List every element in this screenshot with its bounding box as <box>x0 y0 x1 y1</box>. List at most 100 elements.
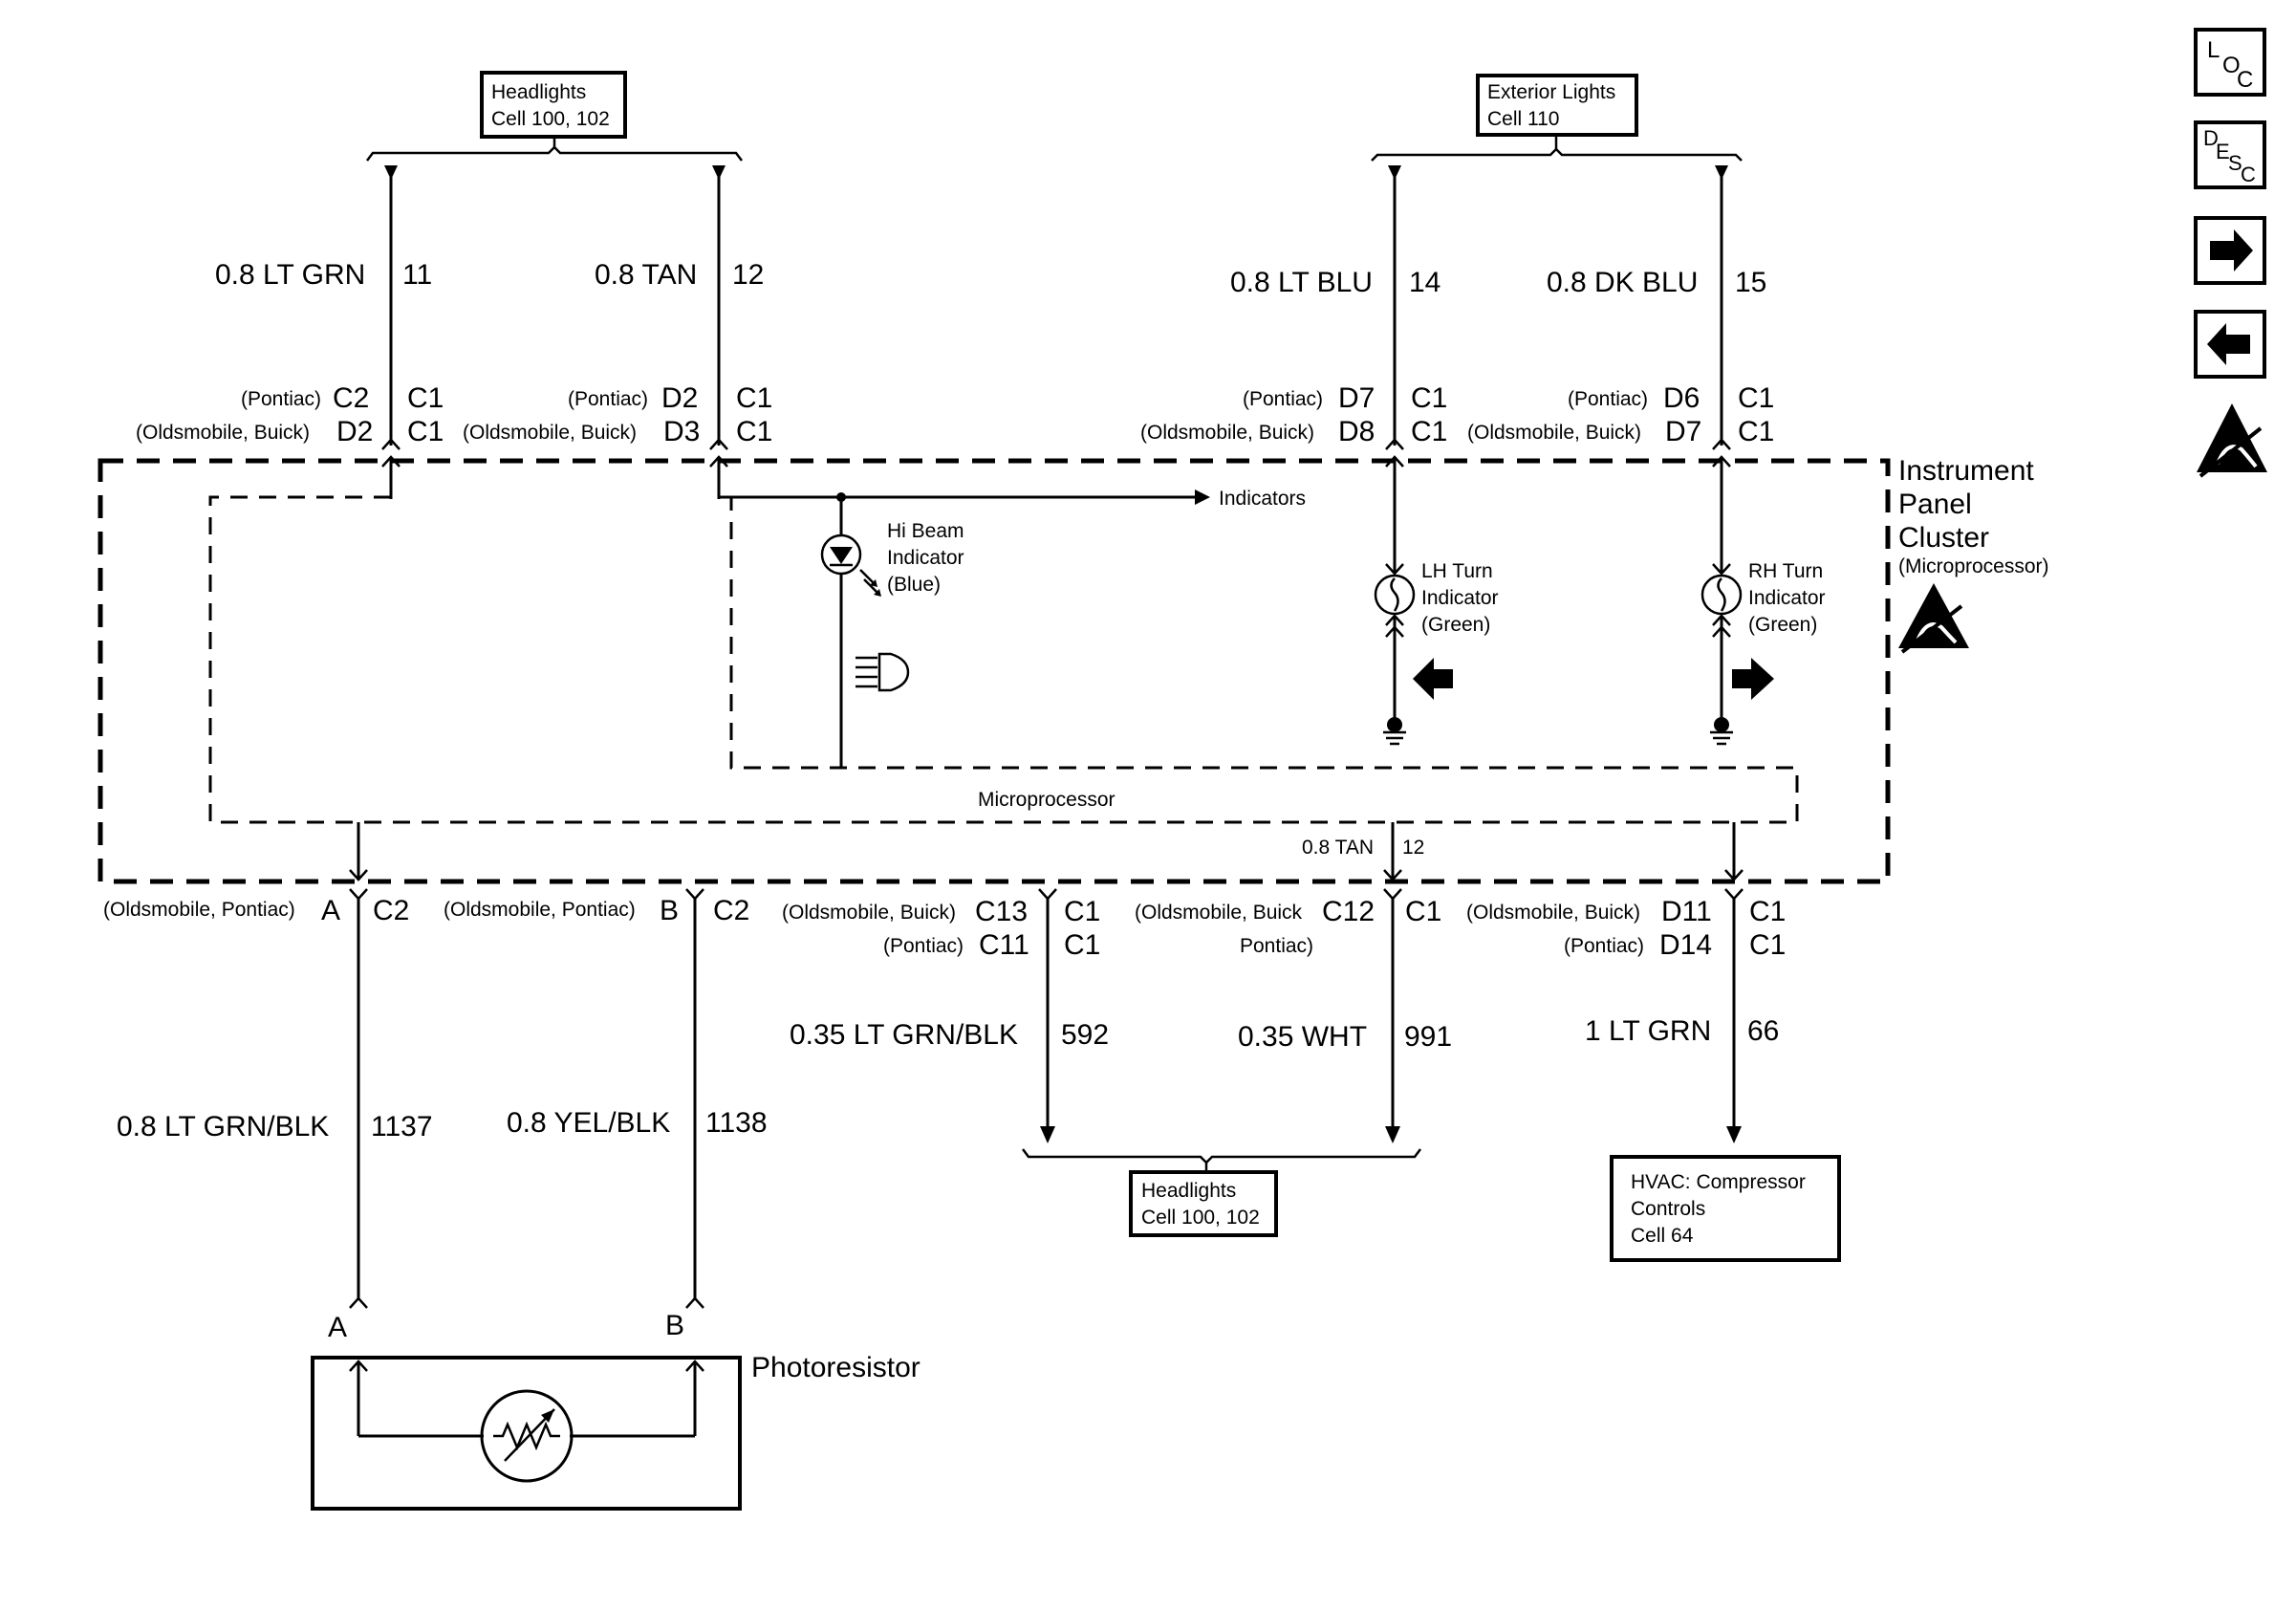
hi-beam-label: Hi Beam <box>887 520 964 542</box>
bracket-top-right <box>1371 147 1743 162</box>
pin-label: (Oldsmobile, Buick) <box>1467 422 1641 444</box>
wire-circuit-11 <box>381 165 401 499</box>
lh-turn-indicator <box>1374 468 1416 746</box>
svg-text:Headlights: Headlights <box>491 81 586 103</box>
circuit-number-12: 12 <box>732 259 764 291</box>
hi-beam-indicator <box>820 497 881 768</box>
connector-id: C1 <box>1738 382 1774 414</box>
connector-id: C1 <box>1411 382 1447 414</box>
wire-color-15: 0.8 DK BLU <box>1547 267 1698 298</box>
circuit-number-1137: 1137 <box>371 1111 433 1142</box>
circuit-number-11: 11 <box>402 259 432 291</box>
rh-turn-label-2: Indicator <box>1748 587 1826 609</box>
hvac-compressor-ref[interactable]: HVAC: Compressor Controls Cell 64 <box>1610 1155 1841 1262</box>
pin-id: D11 <box>1661 896 1712 927</box>
wire-color-592: 0.35 LT GRN/BLK <box>790 1019 1018 1051</box>
prev-arrow-icon[interactable] <box>2194 310 2266 379</box>
instrument-panel-cluster-outline <box>97 458 1891 884</box>
svg-text:(Microprocessor): (Microprocessor) <box>1898 555 2049 577</box>
connector-id: C1 <box>1749 929 1786 961</box>
svg-text:Controls: Controls <box>1631 1198 1705 1220</box>
pin-label: (Pontiac) <box>1243 388 1323 410</box>
pin-id: C13 <box>975 896 1028 927</box>
svg-text:L: L <box>2207 37 2220 63</box>
wire-circuit-12 <box>709 165 728 499</box>
wire-color-1138: 0.8 YEL/BLK <box>507 1107 670 1139</box>
svg-text:D: D <box>2203 126 2219 150</box>
pin-label: (Oldsmobile, Buick) <box>136 422 310 444</box>
hi-beam-label-2: Indicator <box>887 547 964 569</box>
pin-id: D2 <box>336 416 373 447</box>
headlight-beam-icon <box>856 652 910 692</box>
circuit-number-991: 991 <box>1404 1021 1452 1053</box>
svg-text:Cell 100, 102: Cell 100, 102 <box>491 108 610 130</box>
svg-text:HVAC: Compressor: HVAC: Compressor <box>1631 1171 1806 1193</box>
pin-label: (Oldsmobile, Buick) <box>1140 422 1314 444</box>
next-arrow-icon[interactable] <box>2194 216 2266 285</box>
svg-text:Headlights: Headlights <box>1141 1180 1236 1202</box>
wire-color-14: 0.8 LT BLU <box>1230 267 1373 298</box>
pin-label: (Oldsmobile, Buick) <box>782 902 956 924</box>
pin-label: (Pontiac) <box>568 388 648 410</box>
lh-turn-label-2: Indicator <box>1421 587 1499 609</box>
loc-icon[interactable]: L O C <box>2194 28 2266 97</box>
connector-id: C1 <box>1411 416 1447 447</box>
circuit-number-14: 14 <box>1409 267 1440 298</box>
pin-label: (Pontiac) <box>883 935 964 957</box>
svg-text:S: S <box>2228 151 2242 175</box>
pin-id: C2 <box>333 382 369 414</box>
svg-text:Cluster: Cluster <box>1898 522 1989 554</box>
circuit-number-592: 592 <box>1061 1019 1109 1051</box>
pin-id: D7 <box>1338 382 1375 414</box>
pin-id: D2 <box>661 382 698 414</box>
svg-text:C: C <box>2241 163 2256 186</box>
lh-turn-color: (Green) <box>1421 614 1490 636</box>
esd-warning-icon[interactable] <box>2197 403 2267 478</box>
pin-label: (Pontiac) <box>1564 935 1644 957</box>
microprocessor-outline <box>208 495 1799 824</box>
pin-id: C12 <box>1322 896 1375 927</box>
pin-label: (Oldsmobile, Buick) <box>463 422 637 444</box>
pin-label: Pontiac) <box>1240 935 1313 957</box>
rh-turn-label: RH Turn <box>1748 560 1823 582</box>
wire-color-991: 0.35 WHT <box>1238 1021 1367 1053</box>
connector-id: C1 <box>407 416 444 447</box>
svg-text:Instrument: Instrument <box>1898 455 2034 487</box>
connector-id: C1 <box>1064 896 1100 927</box>
svg-text:E: E <box>2216 140 2230 163</box>
circuit-number-66: 66 <box>1747 1015 1779 1047</box>
photoresistor-pin-b: B <box>665 1310 684 1341</box>
wire-circuit-592 <box>1038 888 1057 1143</box>
microprocessor-label: Microprocessor <box>978 789 1116 811</box>
connector-id: C1 <box>736 416 772 447</box>
svg-text:Exterior Lights: Exterior Lights <box>1487 81 1615 103</box>
svg-text:Cell 64: Cell 64 <box>1631 1225 1694 1247</box>
ipc-label: Instrument Panel Cluster (Microprocessor… <box>1898 455 2049 577</box>
internal-circuit-number: 12 <box>1402 837 1424 859</box>
svg-text:C: C <box>2237 67 2253 93</box>
wire-color-66: 1 LT GRN <box>1585 1015 1711 1047</box>
connector-id: C1 <box>1064 929 1100 961</box>
pin-label: (Oldsmobile, Buick <box>1135 902 1303 924</box>
connector-id: C1 <box>1749 896 1786 927</box>
desc-icon[interactable]: D E S C <box>2194 120 2266 189</box>
rh-turn-color: (Green) <box>1748 614 1817 636</box>
svg-text:O: O <box>2222 53 2241 78</box>
svg-text:Cell 100, 102: Cell 100, 102 <box>1141 1207 1260 1229</box>
headlights-ref-top[interactable]: Headlights Cell 100, 102 <box>480 71 627 139</box>
pin-id: D8 <box>1338 416 1375 447</box>
exterior-lights-ref-top[interactable]: Exterior Lights Cell 110 <box>1476 74 1638 137</box>
connector-id: C1 <box>1738 416 1774 447</box>
pin-label: (Pontiac) <box>241 388 321 410</box>
pin-label: (Pontiac) <box>1568 388 1648 410</box>
pin-id: D6 <box>1663 382 1700 414</box>
circuit-number-1138: 1138 <box>705 1107 768 1139</box>
photoresistor-pin-a: A <box>328 1312 347 1343</box>
connector-id: C2 <box>373 895 409 926</box>
pin-id: C11 <box>979 929 1029 961</box>
pin-label: (Oldsmobile, Pontiac) <box>444 899 636 921</box>
photoresistor-label: Photoresistor <box>751 1352 921 1383</box>
headlights-ref-bottom[interactable]: Headlights Cell 100, 102 <box>1129 1170 1278 1237</box>
wire-circuit-1138 <box>685 888 704 1309</box>
